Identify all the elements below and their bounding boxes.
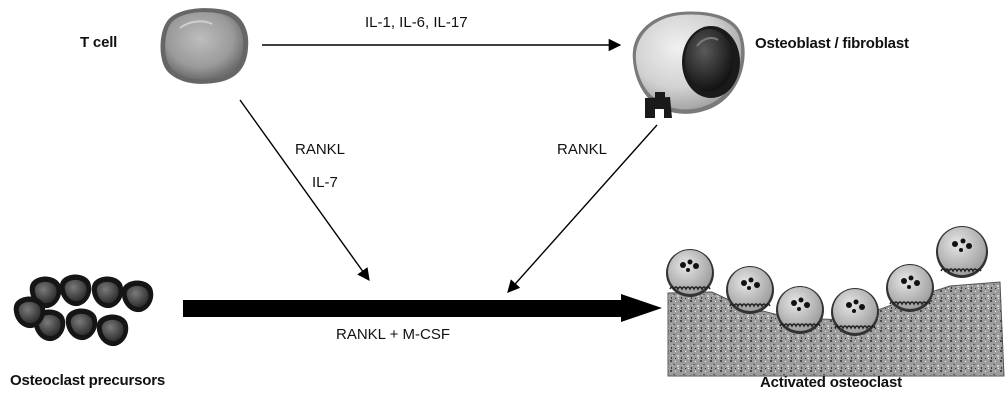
activated-osteoclast-icon — [666, 226, 1005, 377]
osteoclast-cell-4 — [831, 288, 879, 336]
rankl-label-left: RANKL — [295, 141, 346, 158]
rankl-label-right: RANKL — [557, 141, 608, 158]
t-cell-label: T cell — [80, 34, 118, 51]
osteoclast-cell-6 — [936, 226, 988, 278]
arrow-osteoblast-to-differentiation — [507, 124, 658, 293]
cytokines-label: IL-1, IL-6, IL-17 — [365, 14, 468, 31]
arrow-tcell-to-differentiation — [239, 99, 370, 282]
t-cell-icon — [160, 8, 249, 84]
osteoclast-precursors-label: Osteoclast precursors — [10, 372, 166, 389]
osteoblast-icon — [632, 11, 745, 118]
il7-label: IL-7 — [312, 174, 338, 191]
osteoblast-label: Osteoblast / fibroblast — [755, 35, 909, 52]
osteoclast-precursors-icon — [13, 274, 154, 347]
osteoclast-cell-5 — [886, 264, 934, 312]
rankl-mcsf-label: RANKL + M-CSF — [336, 326, 451, 343]
osteoclast-cell-2 — [726, 266, 774, 314]
main-arrow — [183, 294, 662, 322]
activated-osteoclast-label: Activated osteoclast — [760, 374, 902, 391]
osteoclast-cell-1 — [666, 249, 714, 297]
osteoclast-cell-3 — [776, 286, 824, 334]
